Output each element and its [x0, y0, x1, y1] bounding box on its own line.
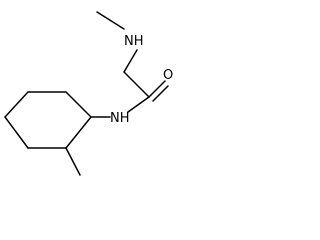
- carbonyl-oxygen-label: O: [163, 68, 173, 83]
- bond-carbonyl-double-b: [152, 85, 169, 102]
- bond-amine-to-methylene: [123, 49, 138, 73]
- amine-nitrogen-label: NH: [124, 34, 144, 49]
- ring-bond-1: [65, 91, 92, 118]
- bond-carbonyl-to-amide-n: [127, 96, 150, 113]
- ring-bond-6: [65, 116, 92, 149]
- ring-bond-4: [4, 116, 29, 149]
- amide-nitrogen-label: NH: [110, 111, 130, 126]
- ring-bond-3: [4, 91, 29, 118]
- bond-ring-methyl: [65, 147, 81, 176]
- bond-methyl-to-amine: [96, 11, 125, 30]
- bond-carbonyl-double-a: [148, 80, 166, 98]
- bond-methylene-to-carbonyl: [123, 71, 150, 98]
- structure-canvas: NH O NH: [4, 11, 174, 176]
- molecule-structure: NH O NH: [4, 11, 173, 176]
